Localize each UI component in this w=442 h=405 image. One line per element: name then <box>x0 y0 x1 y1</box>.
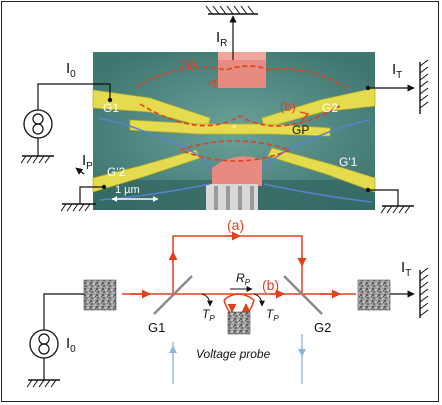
label-g2-schematic: G2 <box>314 320 331 335</box>
label-ir: IR <box>216 29 227 49</box>
label-path-a-schematic: (a) <box>227 217 244 233</box>
wire-ip <box>79 186 104 204</box>
edge-blue-bottom <box>99 183 373 203</box>
label-g1-top: G1 <box>103 101 119 115</box>
edge-blue-left <box>97 117 213 171</box>
path-b-loop <box>179 140 293 162</box>
label-i0-top: I0 <box>66 60 76 80</box>
reservoir-source <box>83 279 117 311</box>
top-panel: 1 µm × (a) (b) G1 G2 GP G'2 G'1 IR I0 <box>20 5 429 214</box>
scale-label: 1 µm <box>115 184 140 196</box>
contact-bottom <box>212 156 262 186</box>
label-tp-left: TP <box>202 307 215 323</box>
center-mark: × <box>232 122 237 131</box>
reservoir-probe <box>227 311 251 335</box>
ground-bottom-left <box>26 379 60 388</box>
label-g1-prime: G'1 <box>339 155 358 169</box>
label-g1-schematic: G1 <box>148 320 165 335</box>
edge-blue-right <box>263 119 371 171</box>
path-b-mid <box>139 103 341 127</box>
ground-top-bottom-right <box>380 205 414 214</box>
label-gp: GP <box>292 123 309 137</box>
gate-g2-prime <box>92 149 201 193</box>
splitter-g1 <box>153 275 193 315</box>
wire-i0-top <box>37 83 111 110</box>
bottom-panel: (a) (b) RP G1 G2 TP TP Voltage probe <box>26 217 429 388</box>
label-it-bottom: IT <box>401 259 411 279</box>
wire-i0-bottom <box>43 293 84 330</box>
probe-loop <box>223 293 255 315</box>
gate-g1-prime <box>267 147 376 193</box>
label-g2-prime: G'2 <box>107 165 126 179</box>
reservoir-drain <box>357 279 391 311</box>
label-path-b-top: (b) <box>280 99 296 114</box>
label-path-b-schematic: (b) <box>262 277 279 293</box>
path-a-schematic <box>172 235 303 294</box>
label-tp-right: TP <box>266 307 279 323</box>
label-rp: RP <box>236 271 251 287</box>
label-path-a-top: (a) <box>180 56 196 71</box>
gate-gp <box>129 119 331 137</box>
label-ip: IP <box>82 152 93 172</box>
ground-top-center <box>205 5 258 15</box>
wire-g1-prime <box>368 189 399 206</box>
label-voltage-probe: Voltage probe <box>196 347 271 361</box>
label-it-top: IT <box>392 61 402 81</box>
ground-top-left <box>20 155 54 164</box>
splitter-g2 <box>283 275 323 315</box>
current-source-bottom <box>29 329 59 359</box>
label-i0-bottom: I0 <box>66 335 76 355</box>
current-source-top <box>23 109 53 139</box>
ground-top-right <box>419 59 429 114</box>
sem-image: 1 µm × <box>92 52 376 210</box>
label-g2-top: G2 <box>322 101 338 115</box>
ground-top-bottom-left <box>60 203 96 212</box>
ground-bottom-right <box>419 267 429 318</box>
